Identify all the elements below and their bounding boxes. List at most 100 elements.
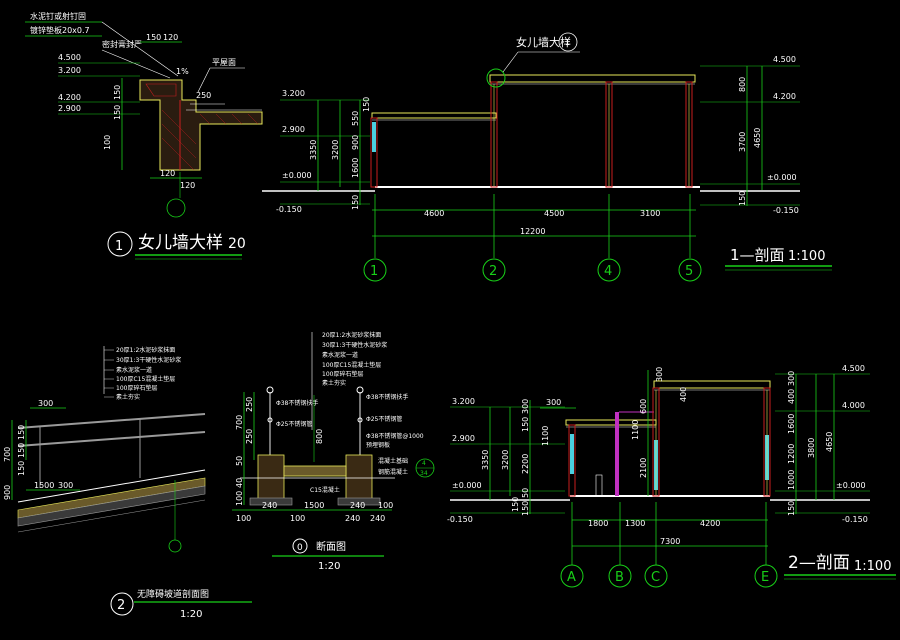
- section1-left-elev-4: -0.150: [276, 205, 302, 214]
- detail1-dim-120: 120: [163, 33, 178, 42]
- railsec-bot-dim-4: 100: [290, 514, 305, 523]
- section2-right-dim-8: 150: [787, 501, 796, 516]
- ramp-dim-side-2: 150: [17, 443, 26, 458]
- detail1-title: 女儿墙大样: [138, 233, 223, 253]
- section1-axis-2: 2: [489, 264, 497, 279]
- ramp-note-3: 素水泥浆一道: [116, 366, 152, 374]
- section1-right-elev-3: ±0.000: [767, 173, 797, 182]
- railsec-title: 断面图: [316, 540, 346, 553]
- section1-right-dim-4: 150: [738, 191, 747, 206]
- detail1-note-3: 密封膏封严: [102, 39, 142, 49]
- ramp-dim-side-3: 150: [17, 461, 26, 476]
- ramp-section: 20厚1:2水泥砂浆抹面 30厚1:3干硬性水泥砂浆 素水泥浆一道 100厚C1…: [3, 346, 252, 620]
- section1-left-dim-b1: 3200: [331, 140, 340, 160]
- detail1-dim-250: 250: [196, 91, 211, 100]
- railsec-left-dim-4: 50: [235, 456, 244, 466]
- detail1-dim-bottom-2: 120: [180, 181, 195, 190]
- ramp-dim-side-1: 150: [17, 425, 26, 440]
- railsec-note-3: 素水泥浆一道: [322, 351, 358, 359]
- section2-axis-e: E: [761, 570, 769, 585]
- railsec-scale: 1:20: [318, 561, 340, 572]
- ramp-note-2: 30厚1:3干硬性水泥砂浆: [116, 356, 181, 364]
- detail1-elev-2: 3.200: [58, 66, 81, 75]
- section2-inner-dim-4: 1100: [631, 420, 640, 440]
- detail1-note-4: 平屋面: [212, 58, 236, 67]
- railsec-left-dim-2: 250: [245, 397, 254, 412]
- section1-bay-1: 4600: [424, 209, 444, 218]
- ramp-scale: 1:20: [180, 609, 202, 620]
- section2-total: 7300: [660, 537, 680, 546]
- railsec-bubble-top: 4: [422, 460, 426, 467]
- section2-right-dim-6: 3800: [807, 438, 816, 458]
- section1-left-dim-a5: 150: [351, 195, 360, 210]
- detail1-elev-4: 2.900: [58, 104, 81, 113]
- section2-left-dim-a4: 2200: [521, 454, 530, 474]
- section1-axis-1: 1: [370, 264, 378, 279]
- section2-left-elev-4: -0.150: [447, 515, 473, 524]
- section2-right-elev-4: -0.150: [842, 515, 868, 524]
- section2-right-dim-3: 1600: [787, 414, 796, 434]
- ramp-note-4: 100厚C15混凝土垫层: [116, 375, 175, 383]
- detail1-dim-side-3: 100: [103, 135, 112, 150]
- section-2-2: 3.200 2.900 ±0.000 -0.150 300 150 1100 2…: [447, 364, 896, 588]
- section2-left-elev-3: ±0.000: [452, 481, 482, 490]
- section2-left-dim-a2: 150: [521, 417, 530, 432]
- section1-right-elev-4: -0.150: [773, 206, 799, 215]
- section1-left-dim-a2: 550: [351, 111, 360, 126]
- ramp-dim-side-4: 700: [3, 447, 12, 462]
- section2-inner-dim-5: 2100: [639, 458, 648, 478]
- section2-left-dim-a5: 150: [511, 497, 520, 512]
- detail1-number: 1: [115, 239, 123, 254]
- section1-bay-3: 3100: [640, 209, 660, 218]
- railsec-bot-dim-8: 100: [378, 501, 393, 510]
- detail1-scale: 20: [228, 236, 246, 252]
- railsec-left-dim-6: 100: [235, 491, 244, 506]
- section2-left-dim-b2: 3350: [481, 450, 490, 470]
- section2-top-dim: 300: [546, 398, 561, 407]
- railsec-pipe-7: 混凝土基础: [378, 457, 408, 465]
- railing-section: 20厚1:2水泥砂浆抹面 30厚1:3干硬性水泥砂浆 素水泥浆一道 100厚C1…: [232, 331, 435, 572]
- section2-right-dim-4: 1200: [787, 444, 796, 464]
- detail1-note-2: 镀锌垫板20x0.7: [30, 25, 90, 35]
- section1-axis-5: 5: [685, 264, 693, 279]
- section2-title: 2—剖面: [788, 553, 850, 573]
- ramp-dim-top: 300: [38, 399, 53, 408]
- section2-bay-3: 4200: [700, 519, 720, 528]
- section1-bay-2: 4500: [544, 209, 564, 218]
- ramp-note-6: 素土夯实: [116, 393, 140, 401]
- section1-callout: 女儿墙大样: [516, 35, 571, 49]
- section1-left-dim-b2: 3350: [309, 140, 318, 160]
- detail1-dim-side-1: 150: [113, 85, 122, 100]
- railsec-pipe-2: Φ25不锈钢管: [276, 420, 312, 428]
- railsec-note-4: 100厚C15混凝土垫层: [322, 361, 381, 369]
- ramp-number: 2: [117, 598, 125, 613]
- section2-left-elev-2: 2.900: [452, 434, 475, 443]
- section2-left-dim-b1: 3200: [501, 450, 510, 470]
- ramp-note-1: 20厚1:2水泥砂浆抹面: [116, 346, 175, 354]
- section2-right-dim-1: 300: [787, 371, 796, 386]
- section2-scale: 1:100: [854, 559, 891, 574]
- railsec-pipe-1: Φ38不锈钢扶手: [276, 399, 318, 407]
- section2-inner-dim-3: 600: [639, 399, 648, 414]
- section-1-1: 女儿墙大样 1 3.200 2.900 ±0.000 -0.150 150 55…: [262, 32, 832, 282]
- railsec-number: 0: [297, 543, 303, 553]
- section2-right-dim-7: 4650: [825, 432, 834, 452]
- railsec-note-2: 30厚1:3干硬性水泥砂浆: [322, 341, 387, 349]
- section2-left-elev-1: 3.200: [452, 397, 475, 406]
- section2-bay-2: 1300: [625, 519, 645, 528]
- detail1-elev-3: 4.200: [58, 93, 81, 102]
- section1-left-dim-a3: 900: [351, 135, 360, 150]
- railsec-bot-dim-1: 240: [262, 501, 277, 510]
- railsec-pipe-6: 预埋钢板: [366, 441, 390, 449]
- section2-right-elev-3: ±0.000: [836, 481, 866, 490]
- detail1-dim-side-2: 150: [113, 105, 122, 120]
- section2-axis-a: A: [567, 570, 576, 585]
- railsec-note-1: 20厚1:2水泥砂浆抹面: [322, 331, 381, 339]
- section2-left-dim-a1: 300: [521, 399, 530, 414]
- section2-left-dim-a7: 50: [521, 488, 530, 498]
- parapet-detail: 水泥钉或射钉固 镀锌垫板20x0.7 密封膏封严 平屋面 150 120 4.5…: [25, 11, 263, 260]
- section1-total: 12200: [520, 227, 545, 236]
- section1-right-dim-2: 3700: [738, 132, 747, 152]
- section1-right-dim-3: 4650: [753, 128, 762, 148]
- detail1-note-1: 水泥钉或射钉固: [30, 11, 86, 21]
